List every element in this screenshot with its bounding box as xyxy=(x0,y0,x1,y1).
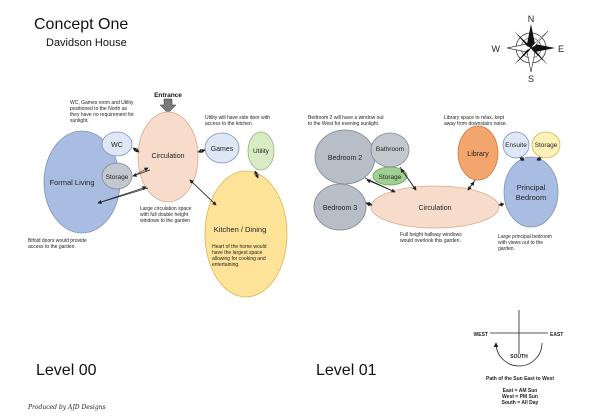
label-kitchen: Kitchen / Dining xyxy=(214,225,267,234)
compass-s: S xyxy=(528,74,534,84)
label-ensuite: Ensuite xyxy=(505,142,527,149)
compass-e: E xyxy=(558,44,564,54)
label-principal-2: Bedroom xyxy=(516,193,546,202)
label-wc: WC xyxy=(111,142,123,149)
compass-rose-icon xyxy=(506,24,555,73)
sun-path-diagram xyxy=(490,310,548,367)
room-games xyxy=(204,132,240,164)
label-bedroom2: Bedroom 2 xyxy=(328,155,362,162)
page-title: Concept One xyxy=(34,16,129,33)
room-storage2-l1 xyxy=(531,131,561,159)
note-wc: WC, Games room and Utility positioned to… xyxy=(70,100,134,124)
room-storage-l1 xyxy=(372,166,408,186)
level01-label: Level 01 xyxy=(316,362,377,379)
note-principal: Large principal bedroom with views out t… xyxy=(498,234,552,252)
sun-west: WEST xyxy=(474,332,488,338)
sun-south: SOUTH xyxy=(510,354,528,360)
room-library xyxy=(457,125,499,181)
label-library: Library xyxy=(467,151,489,158)
label-bathroom: Bathroom xyxy=(376,146,404,153)
label-storage-l0: Storage xyxy=(106,174,129,181)
level00-label: Level 00 xyxy=(36,362,97,379)
room-circulation-l1 xyxy=(370,185,500,229)
label-principal-1: Principal xyxy=(517,183,546,192)
room-kitchen-dining xyxy=(204,170,288,298)
label-circulation-l1: Circulation xyxy=(418,205,451,212)
label-formal-living: Formal Living xyxy=(49,178,94,187)
entrance-arrow-icon xyxy=(159,98,177,114)
room-ensuite xyxy=(502,131,530,159)
compass-w: W xyxy=(492,44,501,54)
sun-caption: Path of the Sun East to West xyxy=(486,376,554,382)
room-bedroom3 xyxy=(313,183,367,231)
label-utility: Utility xyxy=(253,148,270,155)
sun-legend: East = AM Sun West = PM Sun South = All … xyxy=(501,388,539,406)
room-storage-l0 xyxy=(101,162,133,190)
label-bedroom3: Bedroom 3 xyxy=(323,205,357,212)
room-wc xyxy=(101,131,133,157)
note-hallway: Full height hallway windows would overlo… xyxy=(400,232,462,244)
label-storage-l1: Storage xyxy=(379,174,402,181)
label-storage2-l1: Storage xyxy=(535,142,558,149)
note-library: Library space to relax, kept away from d… xyxy=(444,115,508,127)
credit: Produced by AJD Designs xyxy=(28,404,106,411)
compass-n: N xyxy=(528,14,535,24)
note-living: Bifold doors would provide access to the… xyxy=(28,238,87,250)
level01-connections xyxy=(364,156,542,207)
page-subtitle: Davidson House xyxy=(46,37,127,49)
note-circulation-l0: Large circulation space with full double… xyxy=(140,206,192,224)
note-kitchen: Heart of the home would have the largest… xyxy=(212,244,267,268)
note-utility: Utility will have side door with access … xyxy=(205,115,271,127)
label-games: Games xyxy=(211,146,234,153)
sun-east: EAST xyxy=(550,332,563,338)
note-bedroom2: Bedroom 2 will have a window out to the … xyxy=(308,115,384,127)
entrance-label: Entrance xyxy=(154,92,182,99)
room-circulation-l0 xyxy=(137,111,199,203)
room-principal-bedroom xyxy=(503,156,559,228)
level00-connections xyxy=(97,147,259,206)
label-circulation-l0: Circulation xyxy=(151,153,184,160)
room-utility xyxy=(247,131,275,171)
